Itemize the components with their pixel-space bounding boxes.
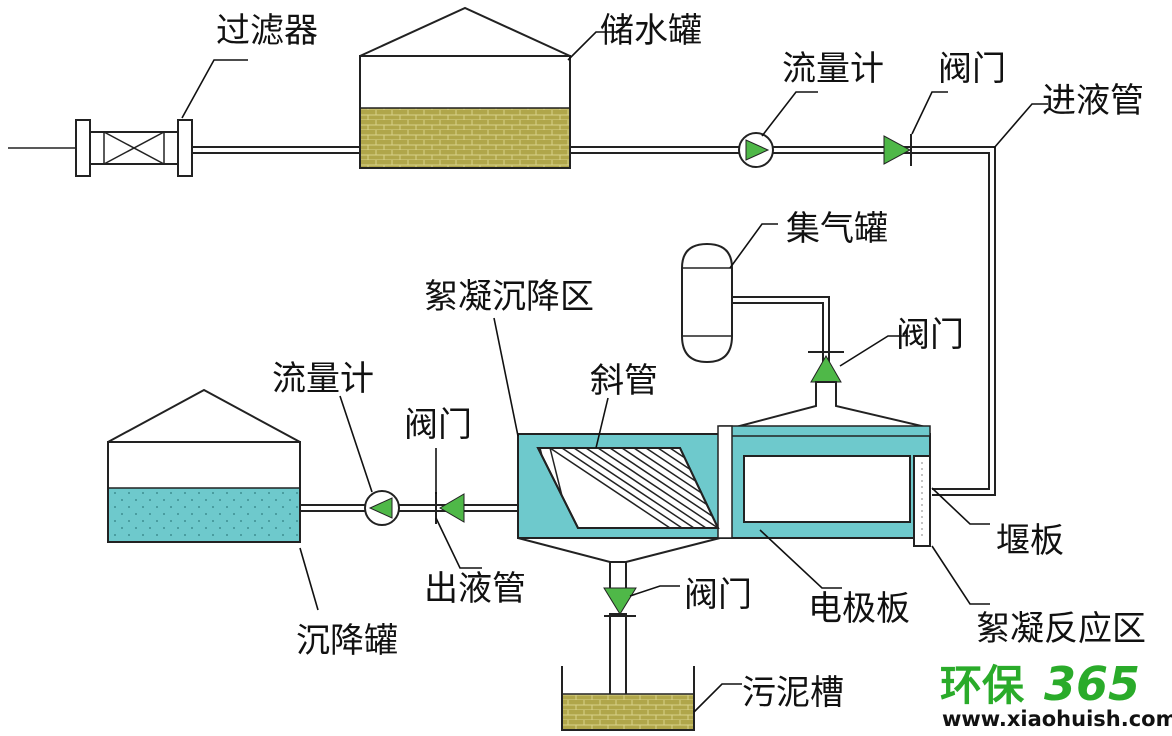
weir-plate <box>913 455 931 547</box>
label-filter: 过滤器 <box>216 11 318 51</box>
valve-top <box>883 134 912 166</box>
valve-sludge <box>603 587 637 617</box>
settling-tank <box>107 388 301 543</box>
pipe-inlet <box>570 146 996 496</box>
label-inlet-pipe: 进液管 <box>1042 81 1144 121</box>
label-weir: 堰板 <box>996 521 1064 561</box>
label-flowmeter-top: 流量计 <box>782 49 884 89</box>
watermark-logo: 环保 365 www.xiaohuish.com <box>940 657 1172 731</box>
label-settling-tank: 沉降罐 <box>296 621 398 661</box>
label-valve-outlet: 阀门 <box>404 405 472 445</box>
watermark-number: 365 <box>1044 657 1140 711</box>
labels: 过滤器 储水罐 流量计 阀门 进液管 集气罐 絮凝沉降区 阀门 斜管 流量计 阀… <box>216 11 1146 713</box>
valve-outlet <box>435 492 465 524</box>
label-valve-gas: 阀门 <box>896 315 964 355</box>
valve-gas <box>808 351 844 383</box>
reactor <box>517 381 931 563</box>
label-inclined-tube: 斜管 <box>590 361 658 401</box>
flowmeter-bottom <box>364 490 400 526</box>
pipe-gas <box>732 296 830 412</box>
watermark-brand: 环保 <box>940 661 1025 710</box>
leader-lines <box>181 31 1048 713</box>
label-electrode-plate: 电极板 <box>808 589 910 629</box>
label-valve-sludge: 阀门 <box>684 575 752 615</box>
label-flowmeter-bottom: 流量计 <box>272 359 374 399</box>
watermark-url: www.xiaohuish.com <box>942 707 1172 731</box>
gas-collection-tank <box>681 242 733 364</box>
label-floc-reaction-zone: 絮凝反应区 <box>976 609 1146 649</box>
label-outlet-pipe: 出液管 <box>424 569 526 609</box>
label-valve-top: 阀门 <box>938 49 1006 89</box>
label-storage-tank: 储水罐 <box>600 11 702 51</box>
electrode-plate <box>743 455 911 523</box>
flowmeter-top <box>738 132 774 168</box>
label-sludge-tank: 污泥槽 <box>742 673 844 713</box>
storage-tank <box>359 6 571 169</box>
filter <box>75 119 193 177</box>
label-floc-settling-zone: 絮凝沉降区 <box>424 277 594 317</box>
pipe-sludge <box>609 561 627 699</box>
label-gas-tank: 集气罐 <box>786 209 888 249</box>
sludge-tank <box>561 666 695 731</box>
